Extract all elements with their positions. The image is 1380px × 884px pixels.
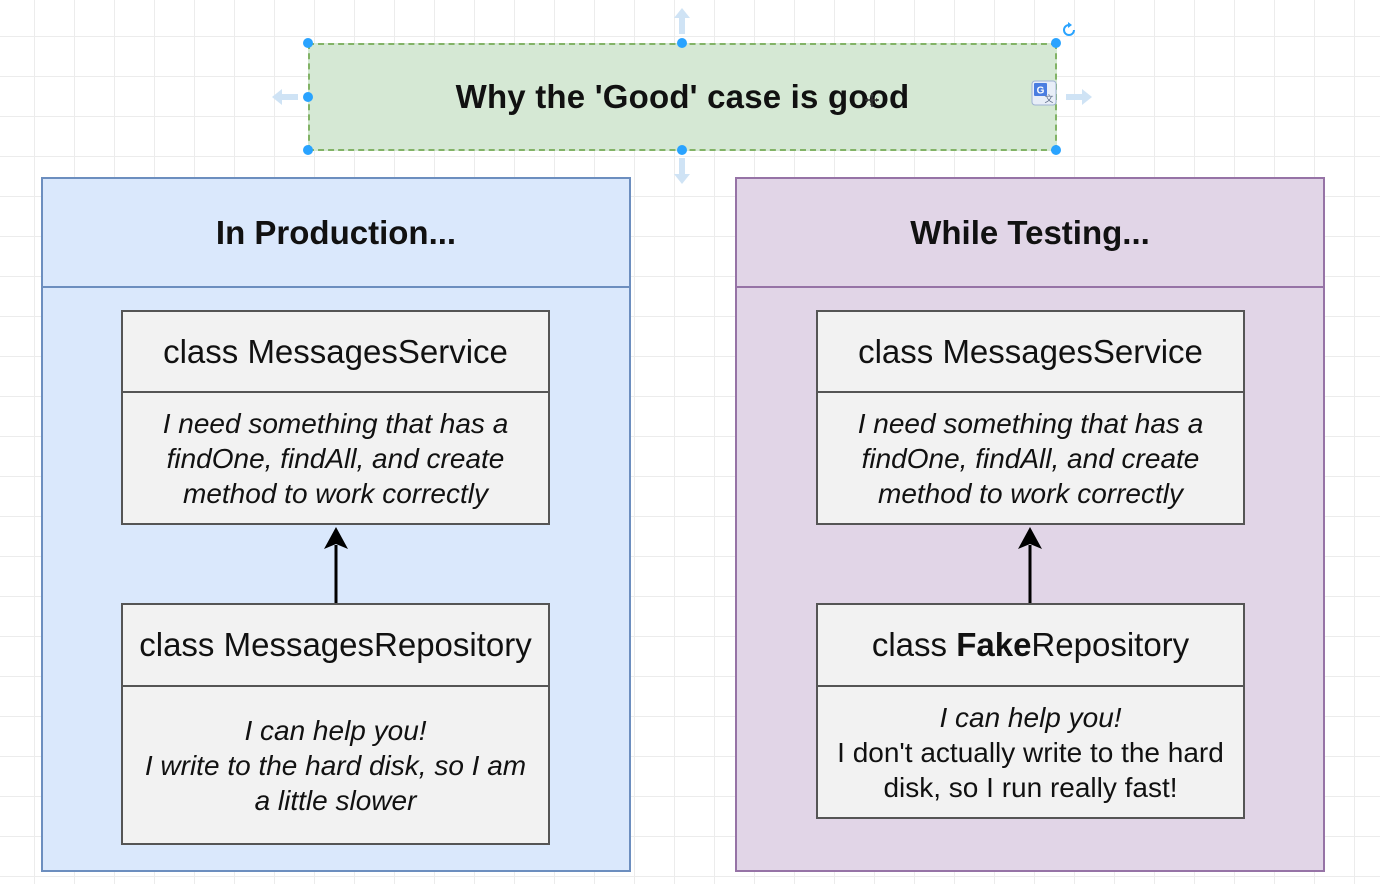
testing-repository-description: I can help you! I don't actually write t… [818,687,1243,817]
description-line: method to work correctly [183,477,488,509]
testing-dependency-arrow [1018,527,1042,603]
resize-handle-top[interactable] [677,38,687,48]
fake-emphasis: Fake [956,626,1032,663]
resize-handle-top-right[interactable] [1051,38,1061,48]
production-repository-description: I can help you! I write to the hard disk… [123,687,548,843]
svg-text:文: 文 [1044,93,1053,105]
production-service-description: I need something that has a findOne, fin… [123,393,548,523]
production-service-name: class MessagesService [123,312,548,393]
arrow-up-icon[interactable] [671,6,693,36]
resize-handle-top-left[interactable] [303,38,313,48]
move-cursor-icon [865,93,879,107]
production-dependency-arrow [324,527,348,603]
testing-service-class[interactable]: class MessagesService I need something t… [816,310,1245,525]
production-repository-name: class MessagesRepository [123,605,548,687]
testing-header: While Testing... [737,179,1323,288]
rotate-icon[interactable] [1060,21,1078,39]
description-line: I need something that has a [162,407,509,439]
arrow-down-icon[interactable] [671,156,693,186]
resize-handle-bottom[interactable] [677,145,687,155]
arrow-left-icon[interactable] [270,86,300,108]
class-name-suffix: Repository [1031,626,1190,663]
testing-service-name: class MessagesService [818,312,1243,393]
resize-handle-bottom-left[interactable] [303,145,313,155]
description-line: a little slower [254,784,417,816]
description-line: method to work correctly [878,477,1183,509]
arrow-right-icon[interactable] [1064,86,1094,108]
testing-service-description: I need something that has a findOne, fin… [818,393,1243,523]
title-shape[interactable]: Why the 'Good' case is good [308,43,1057,151]
description-line: I can help you! [244,714,427,746]
description-line: I don't actually write to the hard [837,736,1224,768]
description-line: findOne, findAll, and create [166,442,505,474]
google-translate-icon[interactable]: G 文 [1031,80,1057,106]
production-header: In Production... [43,179,629,288]
resize-handle-left[interactable] [303,92,313,102]
diagram-title: Why the 'Good' case is good [455,78,910,115]
resize-handle-bottom-right[interactable] [1051,145,1061,155]
description-line: I can help you! [939,701,1122,733]
description-line: I write to the hard disk, so I am [144,749,527,781]
description-line: disk, so I run really fast! [883,771,1178,803]
description-line: I need something that has a [857,407,1204,439]
svg-text:G: G [1037,86,1045,97]
description-line: findOne, findAll, and create [861,442,1200,474]
production-service-class[interactable]: class MessagesService I need something t… [121,310,550,525]
production-repository-class[interactable]: class MessagesRepository I can help you!… [121,603,550,845]
class-keyword: class [871,626,957,663]
